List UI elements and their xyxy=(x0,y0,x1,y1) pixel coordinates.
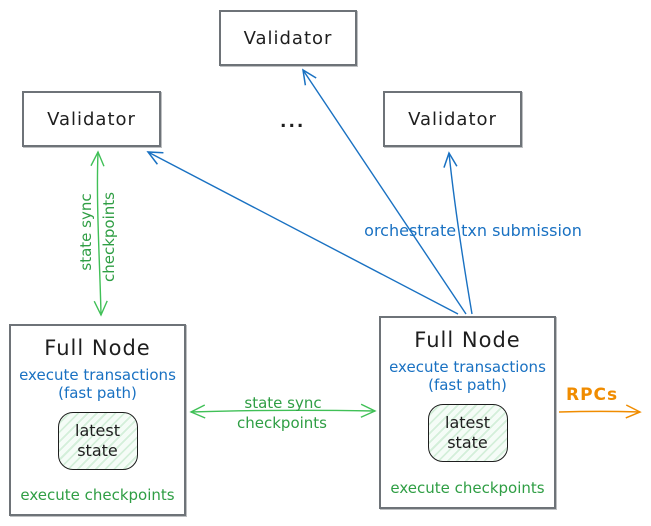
state-sync-vertical-label-line1: state sync xyxy=(77,193,95,271)
state-sync-horizontal-label-line1: state sync xyxy=(244,394,322,412)
fullnode-left-box: Full Node execute transactions (fast pat… xyxy=(9,324,186,516)
fullnode-right-execute-checkpoints-label: execute checkpoints xyxy=(390,479,545,497)
fullnode-left-execute-transactions-label: execute transactions (fast path) xyxy=(19,366,176,403)
fullnode-left-fast-path-label: (fast path) xyxy=(58,384,137,403)
fullnode-right-box: Full Node execute transactions (fast pat… xyxy=(379,316,556,509)
orchestrate-txn-submission-label: orchestrate txn submission xyxy=(364,221,582,240)
state-sync-vertical-label-line2: checkpoints xyxy=(100,192,118,282)
fullnode-right-fast-path-label: (fast path) xyxy=(428,376,507,395)
fullnode-left-latest-state-label: latest state xyxy=(75,420,120,460)
fullnode-right-execute-transactions-label: execute transactions (fast path) xyxy=(389,358,546,395)
validator-top-box: Validator xyxy=(219,10,357,66)
state-sync-horizontal-label-line2: checkpoints xyxy=(237,414,327,432)
rpcs-arrow xyxy=(558,404,642,419)
fullnode-left-title: Full Node xyxy=(44,336,151,360)
validator-right-label: Validator xyxy=(408,108,497,130)
fullnode-left-latest-state-box: latest state xyxy=(57,411,138,470)
validator-left-label: Validator xyxy=(47,108,136,130)
validator-right-box: Validator xyxy=(383,91,522,147)
fullnode-right-title: Full Node xyxy=(414,328,521,352)
ellipsis-label: ... xyxy=(280,112,306,132)
fullnode-right-latest-state-box: latest state xyxy=(427,403,508,462)
rpcs-label: RPCs xyxy=(566,385,619,405)
validator-top-label: Validator xyxy=(243,27,333,49)
fullnode-right-latest-state-label: latest state xyxy=(445,412,490,452)
validator-left-box: Validator xyxy=(22,91,161,147)
fullnode-left-execute-checkpoints-label: execute checkpoints xyxy=(20,486,175,504)
